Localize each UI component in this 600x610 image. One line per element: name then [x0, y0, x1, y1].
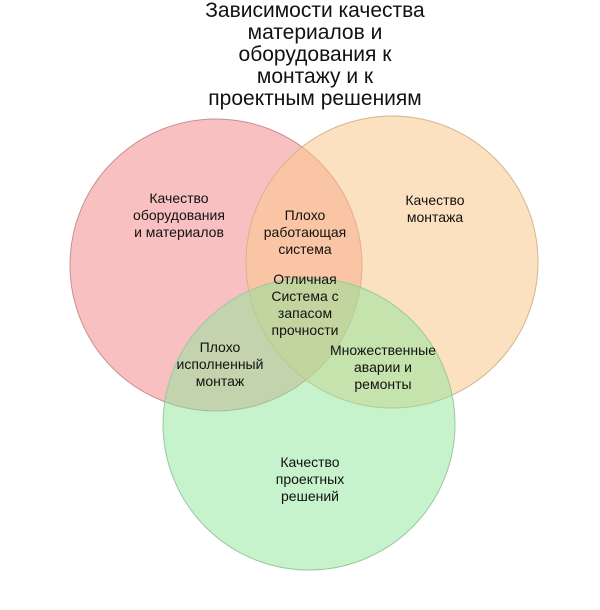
equipment-set-label: Качество оборудования и материалов	[114, 190, 244, 241]
label-line: Отличная	[273, 271, 337, 287]
title-line: материалов и	[247, 21, 383, 44]
design-circle	[162, 277, 456, 571]
label-line: и материалов	[134, 224, 224, 240]
all-overlap-label: Отличная Система с запасом прочности	[250, 271, 360, 339]
label-line: система	[278, 241, 332, 257]
label-line: Качество	[405, 192, 465, 208]
label-line: Множественные	[330, 342, 436, 358]
label-line: Плохо	[199, 339, 241, 355]
label-line: оборудования	[133, 207, 225, 223]
label-line: решений	[281, 488, 339, 504]
title-line: проектным решениям	[208, 87, 422, 110]
label-line: аварии и	[354, 359, 412, 375]
diagram-title: Зависимости качества материалов и оборуд…	[150, 0, 480, 110]
installation-set-label: Качество монтажа	[380, 192, 490, 226]
label-line: проектных	[275, 471, 345, 487]
label-line: ремонты	[354, 376, 412, 392]
installation-design-overlap-label: Множественные аварии и ремонты	[320, 342, 446, 393]
equipment-installation-overlap-label: Плохо работающая система	[250, 207, 360, 258]
design-set-label: Качество проектных решений	[250, 454, 370, 505]
label-line: Качество	[149, 190, 209, 206]
label-line: монтаж	[195, 373, 245, 389]
label-line: запасом	[277, 305, 333, 321]
label-line: монтажа	[406, 209, 464, 225]
label-line: исполненный	[176, 356, 264, 372]
label-line: Плохо	[284, 207, 326, 223]
title-line: оборудования к	[238, 43, 392, 66]
title-line: Зависимости качества	[205, 0, 425, 22]
equipment-design-overlap-label: Плохо исполненный монтаж	[170, 339, 270, 390]
label-line: работающая	[263, 224, 347, 240]
label-line: прочности	[271, 322, 339, 338]
title-line: монтажу и к	[256, 65, 374, 88]
label-line: Система с	[271, 288, 339, 304]
label-line: Качество	[280, 454, 340, 470]
